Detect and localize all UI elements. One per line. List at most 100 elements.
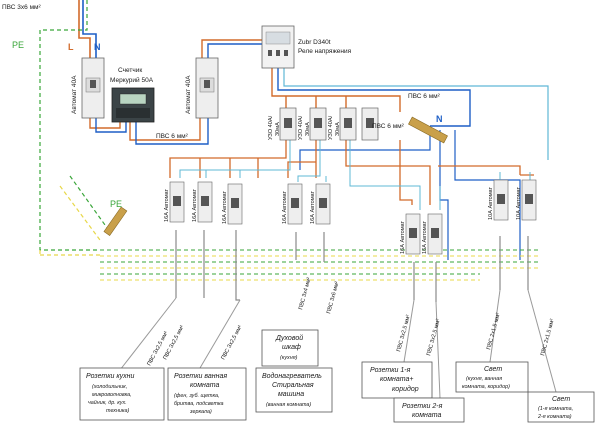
uzo3-label-b: 30мА [335, 122, 341, 136]
breaker-label-3: 16А Автомат [222, 190, 228, 224]
relay-phase-out [271, 66, 401, 112]
box-room1-title1: Розетки 1-я [370, 367, 411, 374]
breaker-label-4: 16А Автомат [282, 190, 288, 224]
neutral-bus-bar [408, 116, 448, 144]
breaker-5 [315, 183, 331, 225]
uzo1-label-a: УЗО 40А/ [268, 115, 274, 140]
box-kitchen-title: Розетки кухни [86, 373, 135, 380]
meter-neutral-out [135, 118, 209, 145]
box-water-sub: (ванная комната) [266, 402, 311, 408]
box-room1-title3: коридор [392, 385, 419, 393]
box-room2-title1: Розетки 2-я [402, 403, 443, 410]
box-water-title2: Стиральная [272, 382, 314, 389]
drop-3 [235, 230, 240, 301]
pe-left-label: PE [12, 40, 24, 50]
box-room2-title2: комната [412, 412, 441, 419]
box-light1-line1: (кухня, ванная [466, 376, 502, 382]
box-bath-title1: Розетки ванная [174, 373, 227, 380]
voltage-relay [261, 25, 295, 69]
breaker-label-2: 16А Автомат [192, 188, 198, 222]
meter-label-1: Счетчик [118, 67, 142, 74]
uzo-phase-row2 [287, 140, 317, 178]
box-oven-title2: шкаф [282, 344, 301, 351]
box-water: Водонагреватель Стиральная машина (ванна… [255, 367, 333, 413]
breaker-row [169, 179, 537, 255]
n-bus-drop-1 [299, 126, 431, 170]
box-water-title3: машина [278, 391, 304, 398]
breaker-label-6: 16А Автомат [400, 220, 406, 254]
input-neutral-wire [82, 0, 97, 60]
breaker-label-7: 16А Автомат [422, 220, 428, 254]
meter-label-2: Меркурий 50А [110, 76, 154, 84]
relay-neutral-out [277, 66, 471, 127]
breaker-4 [287, 183, 303, 225]
uzo-1 [279, 107, 297, 141]
breaker-label-8: 10А Автомат [488, 186, 494, 220]
relay-label-2: Реле напряжения [298, 48, 352, 55]
box-bath-title2: комната [190, 382, 219, 389]
uzo-phase-row1 [169, 140, 287, 178]
cable-label-8: ПВС 2х1,5 мм² [486, 312, 502, 350]
uzo3-label-a: УЗО 40А/ [328, 115, 334, 140]
wires [39, 0, 557, 399]
breaker-2 [197, 181, 213, 223]
box-bath: Розетки ванная комната (фен, зуб. щетка,… [167, 367, 247, 421]
box-light2-title: Свет [552, 396, 570, 403]
input-phase-wire [78, 0, 91, 60]
meter-neutral-in [95, 118, 127, 133]
breaker-left-label: Автомат 40А [71, 75, 78, 114]
meter-phase-in [89, 118, 121, 129]
box-room1-title2: комната+ [380, 376, 413, 383]
box-light1-title: Свет [484, 366, 502, 373]
cyan-row-3 [349, 140, 531, 210]
n-bus-drop-2 [439, 130, 449, 260]
n-neutral-label: N [94, 42, 101, 52]
breaker-label-1: 16А Автомат [164, 188, 170, 222]
input-cable-label: ПВС 3х6 мм² [2, 4, 42, 11]
box-kitchen-line2: микроволновка, [92, 392, 132, 398]
box-light1-line2: комната, коридор) [462, 384, 510, 390]
main-breaker-left [81, 57, 105, 119]
uzo-phase-extra [399, 140, 413, 205]
box-water-title1: Водонагреватель [262, 372, 322, 380]
pe-diagonal-2 [59, 185, 101, 241]
box-bath-line3: зеркала) [189, 409, 212, 415]
box-oven-title1: Духовой [275, 334, 303, 342]
box-kitchen-line4: техника) [106, 408, 129, 414]
cable-to-light1 [489, 289, 501, 363]
uzo2-label-b: 30мА [305, 122, 311, 136]
breaker-label-5: 16А Автомат [310, 190, 316, 224]
breaker-9 [521, 179, 537, 221]
uzo-3 [339, 107, 357, 141]
cable-label-7: ПВС 3х2,5 мм² [426, 318, 442, 356]
pe-bus-bar [103, 206, 128, 236]
breaker-right-label: Автомат 40А [185, 75, 192, 114]
breaker-8 [493, 179, 509, 221]
box-light1: Свет (кухня, ванная комната, коридор) [455, 361, 529, 393]
cable-label-4: ПВС 3х4 мм² [298, 277, 312, 311]
box-bath-line1: (фен, зуб. щетка, [174, 393, 220, 399]
uzo2-label-a: УЗО 40А/ [298, 115, 304, 140]
pvs6-meter-label: ПВС 6 мм² [156, 133, 189, 140]
pe-input-wire-2 [39, 250, 100, 256]
cable-to-kitchen [119, 297, 177, 371]
pe-bus-label: PE [110, 199, 122, 209]
uzo-2 [309, 107, 327, 141]
box-light2: Свет (1-я комната, 2-я комната) [527, 391, 595, 423]
box-room1: Розетки 1-я комната+ коридор [361, 361, 433, 399]
pvs6-top-label: ПВС 6 мм² [408, 93, 441, 100]
box-kitchen-line1: (холодильник, [92, 384, 127, 390]
l-phase-label: L [68, 42, 74, 52]
relay-cyan-wire [283, 66, 549, 160]
box-oven: Духовой шкаф (кухня) [261, 329, 319, 367]
box-light2-line2: 2-я комната) [537, 414, 572, 420]
pe-diagonal [69, 175, 111, 233]
box-light2-line1: (1-я комната, [538, 406, 573, 412]
breaker-3 [227, 183, 243, 225]
cable-label-1: ПВС 3х2,5 мм² [146, 330, 169, 366]
cable-label-5: ПВС 3х6 мм² [326, 281, 340, 315]
breaker-label-9: 10А Автомат [516, 186, 522, 220]
electric-meter [111, 87, 155, 123]
